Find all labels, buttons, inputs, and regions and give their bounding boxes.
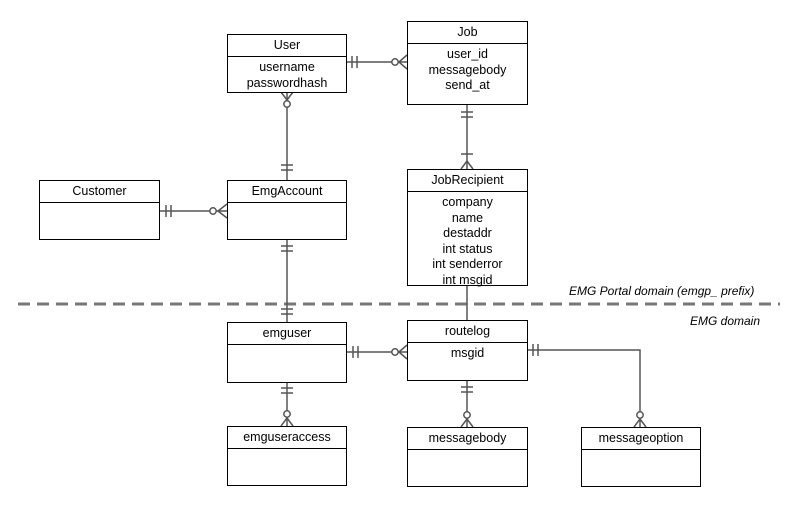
entity-routelog[interactable]: routelog msgid [407,320,528,381]
attribute: username [259,60,315,74]
entity-title: JobRecipient [408,170,527,192]
entity-messagebody[interactable]: messagebody [407,427,528,487]
attribute: int msgid [442,272,493,287]
attribute: messagebody [428,62,507,77]
rel-job-jobrecipient [460,104,474,170]
entity-jobrecipient[interactable]: JobRecipient company name destaddr int s… [407,169,528,288]
entity-title: emguseraccess [228,427,346,449]
entity-title: Customer [40,181,159,203]
entity-customer[interactable]: Customer [39,180,160,240]
entity-title: User [228,35,346,57]
attribute: int senderror [432,257,503,271]
emg-domain-label: EMG domain [690,314,761,328]
entity-title: routelog [408,321,527,343]
entity-user[interactable]: User username passwordhash [227,34,347,93]
portal-domain-label: EMG Portal domain (emgp_ prefix) [569,284,755,298]
entity-title: EmgAccount [228,181,346,203]
attribute: user_id [447,47,488,61]
entity-attributes: user_id messagebody send_at [408,44,527,94]
entity-title: emguser [228,323,346,345]
attribute: send_at [445,78,490,92]
entity-job[interactable]: Job user_id messagebody send_at [407,21,528,105]
entity-emguser[interactable]: emguser [227,322,347,383]
entity-title: messageoption [582,428,700,450]
rel-emgaccount-emguser [281,239,293,322]
entity-emgaccount[interactable]: EmgAccount [227,180,347,240]
rel-emguser-emguseraccess [280,382,294,427]
entity-messageoption[interactable]: messageoption [581,427,701,487]
entity-attributes: msgid [408,343,527,362]
entity-emguseraccess[interactable]: emguseraccess [227,426,347,486]
rel-user-job [346,54,408,70]
attribute: msgid [450,346,485,360]
entity-title: Job [408,22,527,44]
attribute: passwordhash [246,75,328,90]
attribute: company [442,195,493,209]
entity-title: messagebody [408,428,527,450]
rel-emguser-routelog [346,344,408,360]
entity-attributes: company name destaddr int status int sen… [408,192,527,288]
rel-customer-emgaccount [160,203,228,219]
attribute: name [451,210,484,225]
attribute: int status [442,241,493,256]
attribute: destaddr [443,226,492,240]
entity-attributes: username passwordhash [228,57,346,91]
rel-user-emgaccount [280,91,294,180]
rel-routelog-messageoption [527,344,647,428]
rel-routelog-messagebody [460,380,474,428]
